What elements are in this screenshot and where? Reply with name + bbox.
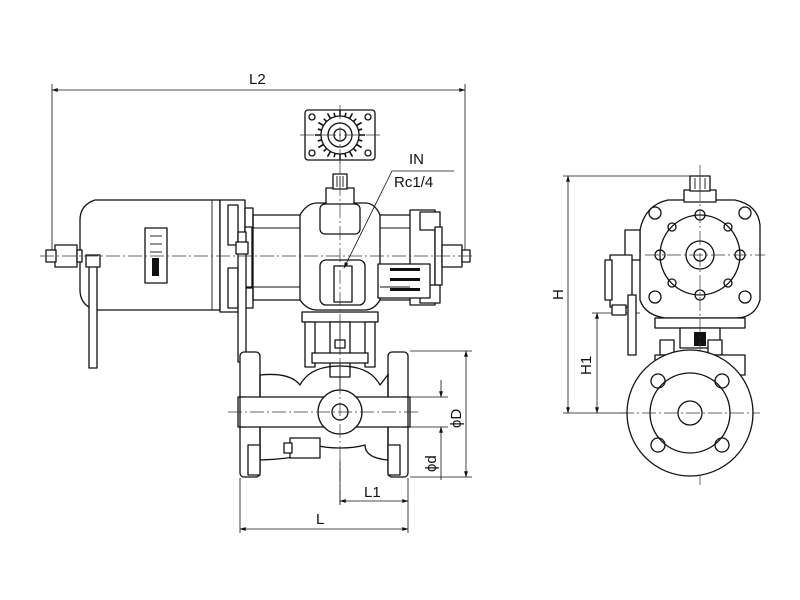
side-view: H H1 [550,165,765,485]
diameter-dimensions: ϕD ϕd [410,350,472,480]
dial-tick [344,153,347,158]
dial-tick [358,128,363,131]
dial-tick [333,153,336,158]
dial-tick [317,139,322,142]
dial-tick [317,128,322,131]
side-gearbox [604,165,765,485]
dial-tick [317,121,324,127]
dial-tick [352,118,357,123]
dial-tick [352,147,357,152]
dial-tick [326,112,332,119]
dial-tick [356,121,363,127]
front-view: L2 [40,71,475,533]
l-label: L [316,511,324,528]
l2-dimension: L2 [51,71,466,250]
length-dimensions: L1 L [239,460,409,533]
l2-label: L2 [249,71,266,88]
dial-tick [356,143,363,149]
dial-tick [323,118,328,123]
phi-d-small-label: ϕd [423,455,440,472]
dial-tick [317,143,324,149]
dial-tick [344,112,347,117]
phi-d-big-label: ϕD [448,409,465,428]
side-flange [620,349,760,477]
top-indicator [300,105,380,165]
dial-tick [333,112,336,117]
l1-label: L1 [364,484,381,501]
gearbox-body [252,173,471,311]
dial-tick [323,147,328,152]
dial-tick [348,151,354,158]
dial-tick [348,112,354,119]
inlet-port-callout: IN Rc1/4 [343,151,454,269]
valve-body [40,160,475,505]
h-label: H [550,289,567,300]
actuator-cylinder [45,199,254,369]
rc-label: Rc1/4 [394,174,433,191]
dial-tick [358,139,363,142]
dial-tick [326,151,332,158]
in-label: IN [409,151,424,168]
h1-label: H1 [578,356,595,375]
